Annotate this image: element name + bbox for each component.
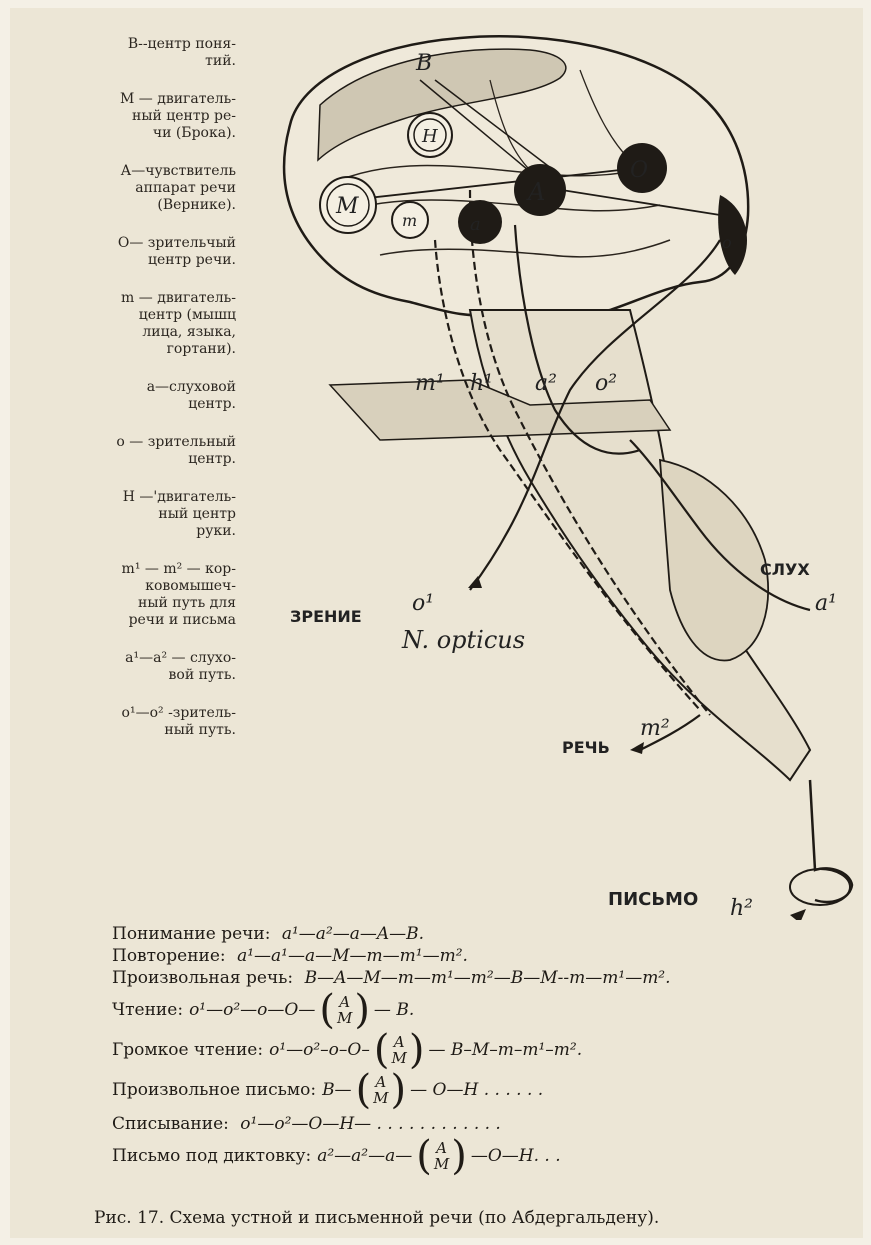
label-o1: o¹ <box>412 591 434 616</box>
label-m1: m¹ <box>415 371 445 396</box>
center-B: В <box>415 51 432 76</box>
legend-line: о — зрительный <box>28 434 236 451</box>
legend-line: m — двигатель- <box>28 290 236 307</box>
label-zrenie: ЗРЕНИЕ <box>290 607 362 626</box>
legend-item: В--центр поня-тий. <box>28 36 236 70</box>
svg-text:Н: Н <box>421 126 438 147</box>
legend-line: центр. <box>28 396 236 413</box>
legend-item: o¹—o² -зритель-ный путь. <box>28 705 236 739</box>
legend-line: руки. <box>28 523 236 540</box>
center-a: a <box>458 200 502 244</box>
legend-line: чи (Брока). <box>28 125 236 142</box>
legend-line: аппарат речи <box>28 180 236 197</box>
legend-line: a¹—a² — слухо- <box>28 650 236 667</box>
brain-diagram: В Н М m a A <box>230 10 870 920</box>
center-H: Н <box>408 113 452 157</box>
legend-line: вой путь. <box>28 667 236 684</box>
formula-block: Понимание речи: a¹—a²—a—A—B. Повторение:… <box>112 924 852 1176</box>
center-M: М <box>320 177 376 233</box>
hand-ellipse <box>790 869 850 905</box>
svg-text:O: O <box>630 158 648 183</box>
hand-loop <box>810 780 852 902</box>
legend-line: В--центр поня- <box>28 36 236 53</box>
svg-text:A: A <box>526 178 545 206</box>
arrow-head <box>790 909 806 920</box>
label-rech: РЕЧЬ <box>562 738 610 757</box>
legend-line: центр речи. <box>28 252 236 269</box>
legend-line: ковомышеч- <box>28 578 236 595</box>
legend-line: а—слуховой <box>28 379 236 396</box>
label-o2: o² <box>595 371 617 396</box>
arrow-head <box>630 742 644 754</box>
label-sluh: СЛУХ <box>760 560 810 579</box>
legend-line: М — двигатель- <box>28 91 236 108</box>
label-n-opticus: N. opticus <box>401 626 525 654</box>
legend-item: М — двигатель-ный центр ре-чи (Брока). <box>28 91 236 142</box>
label-pismo: ПИСЬМО <box>608 889 698 910</box>
formula-spisyvanie: Списывание: o¹—o²—O—H— . . . . . . . . .… <box>112 1114 852 1136</box>
legend-line: ный центр <box>28 506 236 523</box>
legend-line: тий. <box>28 53 236 70</box>
center-A: A <box>514 164 566 216</box>
legend-line: ный путь. <box>28 722 236 739</box>
legend-item: a¹—a² — слухо-вой путь. <box>28 650 236 684</box>
label-a1: a¹ <box>815 591 837 616</box>
label-h1: h¹ <box>470 371 493 396</box>
legend-line: О— зрительчый <box>28 235 236 252</box>
label-h2: h² <box>730 896 753 920</box>
center-m: m <box>392 202 428 238</box>
legend-line: ный путь для <box>28 595 236 612</box>
legend-line: Н —'двигатель- <box>28 489 236 506</box>
center-O: O <box>617 143 667 193</box>
svg-text:a: a <box>470 214 481 235</box>
legend-line: центр (мышц <box>28 307 236 324</box>
figure-caption: Рис. 17. Схема устной и письменной речи … <box>94 1208 659 1228</box>
svg-text:М: М <box>335 194 359 219</box>
svg-text:В: В <box>415 51 432 76</box>
legend-line: (Вернике). <box>28 197 236 214</box>
legend-line: центр. <box>28 451 236 468</box>
label-a2: a² <box>535 371 557 396</box>
formula-povtorenie: Повторение: a¹—a¹—a—M—m—m¹—m². <box>112 946 852 968</box>
legend-line: гортани). <box>28 341 236 358</box>
legend-line: m¹ — m² — кор- <box>28 561 236 578</box>
legend-line: лица, языка, <box>28 324 236 341</box>
svg-text:m: m <box>402 211 417 230</box>
legend-line: речи и письма <box>28 612 236 629</box>
legend: В--центр поня-тий. М — двигатель-ный цент… <box>28 36 236 760</box>
legend-line: ный центр ре- <box>28 108 236 125</box>
legend-line: А—чувствитель <box>28 163 236 180</box>
label-m2: m² <box>640 716 670 741</box>
legend-line: o¹—o² -зритель- <box>28 705 236 722</box>
svg-text:o: o <box>722 233 732 252</box>
formula-ponimanie: Понимание речи: a¹—a²—a—A—B. <box>112 924 852 946</box>
brain-svg: В Н М m a A <box>230 10 870 920</box>
formula-proizvolnaya: Произвольная речь: B—A—M—m—m¹—m²—B—M--m—… <box>112 968 852 990</box>
